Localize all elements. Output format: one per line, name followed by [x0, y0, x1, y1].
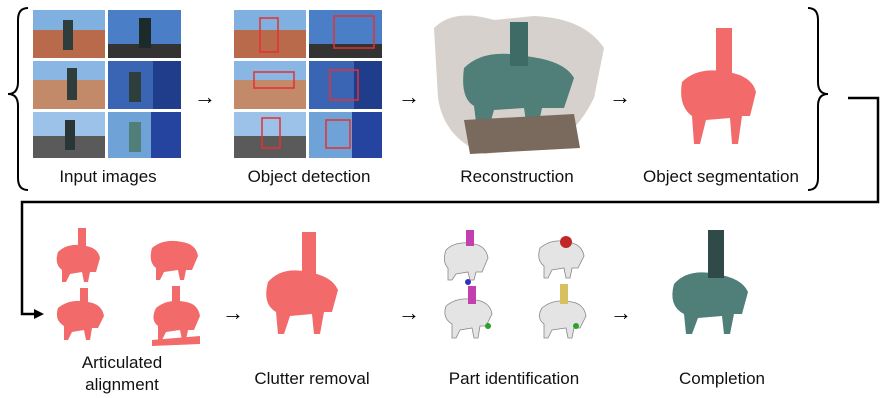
right-brace [807, 7, 829, 191]
left-brace [7, 7, 29, 191]
caption-object-detection: Object detection [247, 167, 371, 186]
clutter-removal-image [262, 230, 352, 340]
caption-clutter-removal: Clutter removal [254, 369, 370, 388]
input-images-grid [33, 10, 181, 158]
det-photo-1 [234, 10, 306, 58]
parts-pose-3 [444, 286, 493, 339]
photo-1 [33, 10, 105, 58]
object-detection-grid [234, 10, 382, 158]
det-photo-3 [234, 61, 306, 109]
det-photo-6 [309, 112, 382, 158]
photo-2 [108, 10, 181, 58]
part-identification-images [442, 228, 590, 348]
row-connector-arrowhead [34, 309, 44, 319]
alignment-images [52, 228, 202, 348]
caption-completion: Completion [679, 369, 765, 388]
aligned-pose-3 [56, 288, 104, 340]
arrow-3: → [609, 84, 631, 109]
det-photo-2 [309, 10, 382, 58]
aligned-pose-1 [56, 228, 100, 282]
photo-5 [33, 112, 105, 158]
photo-6 [108, 112, 181, 158]
caption-reconstruction: Reconstruction [460, 167, 574, 186]
caption-input-images: Input images [59, 167, 157, 186]
arrow-6: → [610, 300, 632, 325]
parts-pose-2 [538, 236, 585, 279]
completion-image [668, 228, 768, 340]
caption-object-segmentation: Object segmentation [643, 167, 799, 186]
det-photo-5 [234, 112, 306, 158]
arrow-4: → [222, 300, 244, 325]
caption-articulated-alignment: Articulated alignment [81, 353, 163, 394]
arrow-5: → [398, 300, 420, 325]
reconstruction-image [424, 8, 610, 160]
aligned-pose-4 [152, 286, 200, 346]
photo-3 [33, 61, 105, 109]
photo-4 [108, 61, 181, 109]
det-photo-4 [309, 61, 382, 109]
aligned-pose-2 [150, 240, 198, 280]
arrow-1: → [194, 84, 216, 109]
row-connector-line [20, 96, 880, 316]
segmentation-image [668, 20, 768, 150]
caption-part-identification: Part identification [448, 369, 580, 388]
parts-pose-1 [444, 230, 489, 285]
arrow-2: → [398, 84, 420, 109]
parts-pose-4 [539, 284, 587, 339]
